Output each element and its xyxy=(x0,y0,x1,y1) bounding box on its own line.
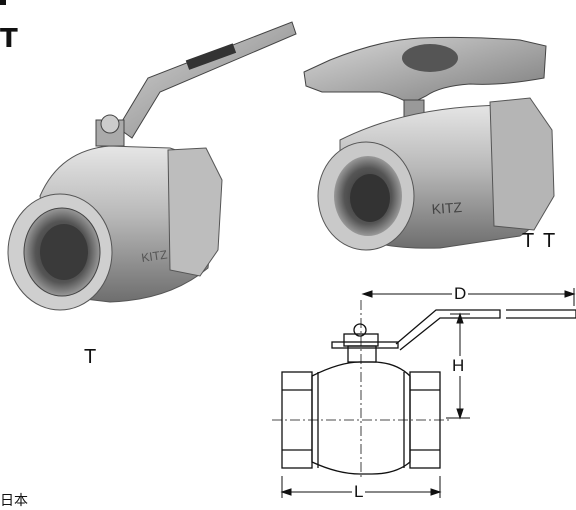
lever-ball-valve-photo: KITZ xyxy=(7,21,297,311)
svg-text:KITZ: KITZ xyxy=(431,199,463,217)
dimension-h-label: H xyxy=(450,356,467,376)
footer-fragment: 日本 xyxy=(0,493,28,509)
tee-handle-ball-valve-photo: KITZ xyxy=(303,36,555,251)
heading-fragment: T xyxy=(0,24,18,54)
dimension-l-label: L xyxy=(352,482,366,502)
lever-valve-caption: T xyxy=(84,346,97,368)
heading-mark xyxy=(0,0,6,5)
valve-dimension-drawing xyxy=(272,288,576,498)
svg-text:KITZ: KITZ xyxy=(140,247,168,264)
tee-valve-caption: T T xyxy=(522,230,558,252)
dimension-d-label: D xyxy=(452,284,469,304)
